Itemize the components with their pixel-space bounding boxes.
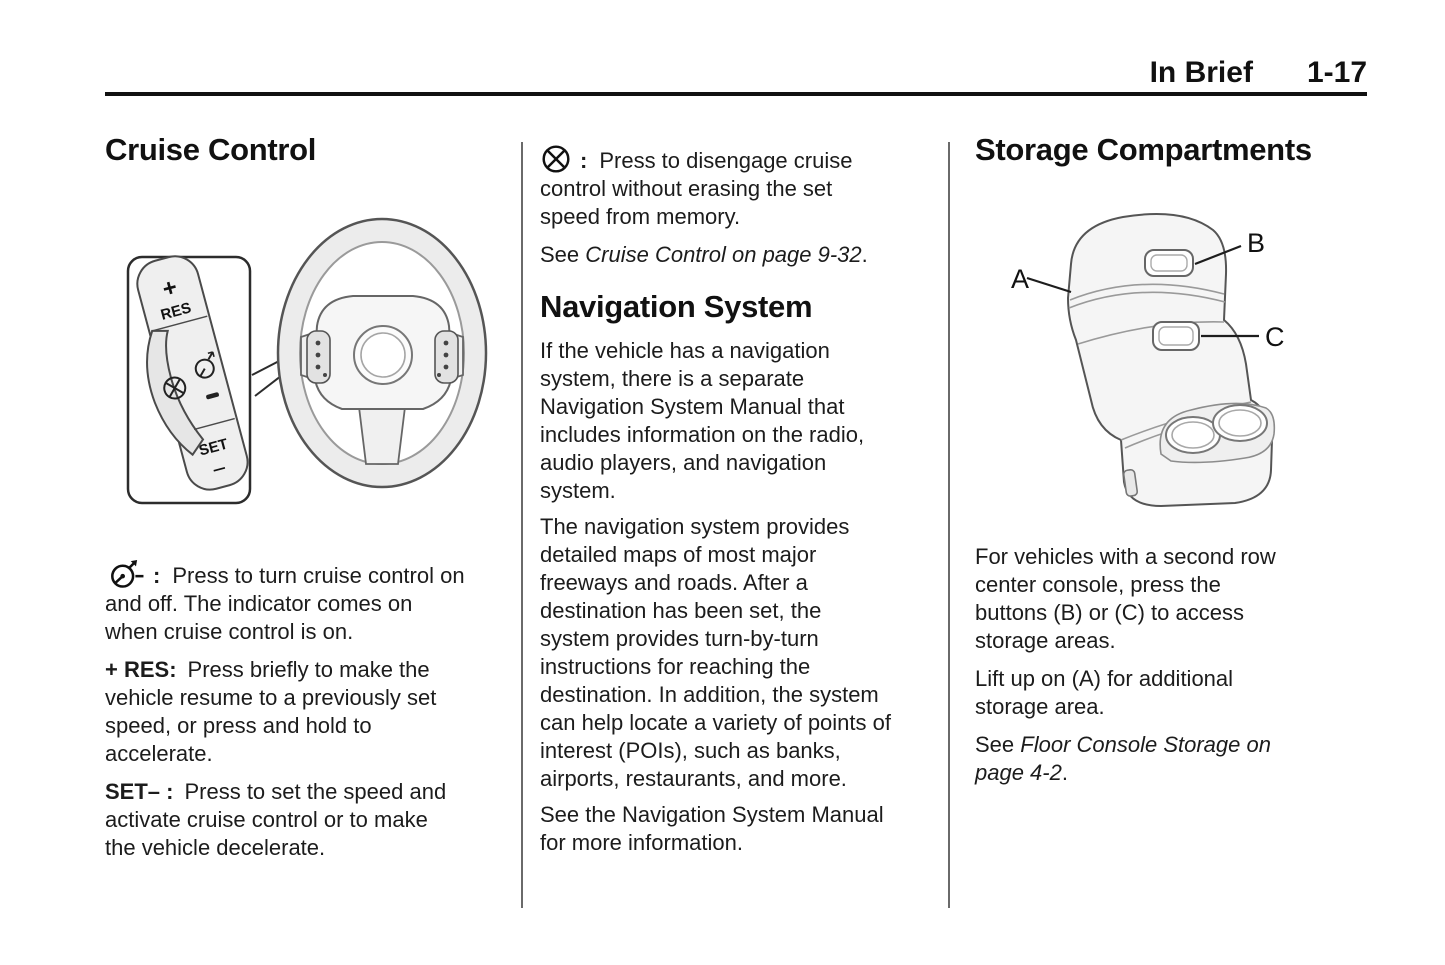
navigation-heading: Navigation System <box>540 289 813 324</box>
set-item: SET– :Press to set the speed and activat… <box>105 778 507 862</box>
crossref-reference: Cruise Control on page 9-32 <box>585 242 862 267</box>
cancel-separator: : <box>580 148 588 173</box>
res-item: + RES:Press briefly to make the vehicle … <box>105 656 507 768</box>
cruise-stalk: + RES SET <box>136 255 249 491</box>
onoff-separator: : <box>153 563 161 588</box>
stalk-cancel-icon <box>163 376 187 400</box>
cup-holders <box>1165 404 1268 454</box>
storage-figure: A B C <box>975 202 1375 519</box>
onoff-text: Press to turn cruise control on and off.… <box>105 563 465 644</box>
storage-paragraph-1: For vehicles with a second row center co… <box>975 544 1276 653</box>
res-text: Press briefly to make the vehicle resume… <box>105 657 437 766</box>
cruise-onoff-item: :Press to turn cruise control on and off… <box>105 560 507 646</box>
console-latch <box>1122 469 1139 497</box>
label-a: A <box>1011 264 1029 294</box>
stalk-indicator-bar <box>206 392 219 400</box>
column-storage: Storage Compartments <box>975 132 1375 787</box>
navigation-paragraph-1: If the vehicle has a navigation system, … <box>540 338 865 503</box>
cruise-crossref: See Cruise Control on page 9-32. <box>540 241 948 269</box>
cruise-cancel-icon <box>542 145 570 173</box>
cancel-text: Press to disengage cruise control withou… <box>540 148 853 229</box>
column-navigation: :Press to disengage cruise control witho… <box>540 132 948 857</box>
leader-lines <box>1026 244 1259 338</box>
console-button-b <box>1144 249 1194 277</box>
console-button-c <box>1152 321 1200 351</box>
storage-crossref-prefix: See <box>975 732 1021 757</box>
res-label: + RES: <box>105 657 177 682</box>
stalk-rocker <box>146 329 205 457</box>
label-c: C <box>1265 322 1285 352</box>
storage-paragraph-2: Lift up on (A) for additional storage ar… <box>975 666 1234 719</box>
crossref-suffix: . <box>861 242 868 267</box>
storage-crossref-reference: Floor Console Storage on page 4-2 <box>975 732 1271 785</box>
stalk-cruise-icon <box>194 351 215 379</box>
cruise-control-illustration: + RES SET <box>126 217 488 505</box>
wheel-left-button-pad <box>306 330 331 384</box>
column-divider-right <box>948 142 950 908</box>
navigation-paragraph-3: See the Navigation System Manual for mor… <box>540 802 884 855</box>
crossref-prefix: See <box>540 242 586 267</box>
page-header: In Brief 1-17 <box>105 56 1367 90</box>
header-page-number: 1-17 <box>1306 56 1367 89</box>
steering-wheel <box>276 217 488 489</box>
label-b: B <box>1247 228 1265 258</box>
header-section-title: In Brief <box>1149 56 1253 89</box>
storage-heading: Storage Compartments <box>975 132 1312 167</box>
storage-crossref: See Floor Console Storage on page 4-2. <box>975 731 1375 787</box>
column-divider-left <box>521 142 523 908</box>
navigation-paragraph-2: The navigation system provides detailed … <box>540 514 891 791</box>
cruise-on-off-icon <box>111 560 144 588</box>
wheel-right-button-pad <box>434 330 459 384</box>
stalk-minus-label: − <box>209 455 230 485</box>
cancel-item: :Press to disengage cruise control witho… <box>540 143 948 231</box>
cruise-control-figure: + RES SET <box>105 205 507 542</box>
stalk-set-label: SET <box>197 436 230 460</box>
set-text: Press to set the speed and activate crui… <box>105 779 447 860</box>
storage-crossref-suffix: . <box>1061 760 1068 785</box>
column-cruise-control: Cruise Control + RES <box>105 132 507 862</box>
stalk-plus-label: + <box>160 274 181 304</box>
console-illustration: A B C <box>1011 212 1285 508</box>
cruise-icon-arrowhead <box>130 560 138 567</box>
header-rule <box>105 92 1367 96</box>
set-label: SET– : <box>105 779 174 804</box>
cruise-control-heading: Cruise Control <box>105 132 317 167</box>
